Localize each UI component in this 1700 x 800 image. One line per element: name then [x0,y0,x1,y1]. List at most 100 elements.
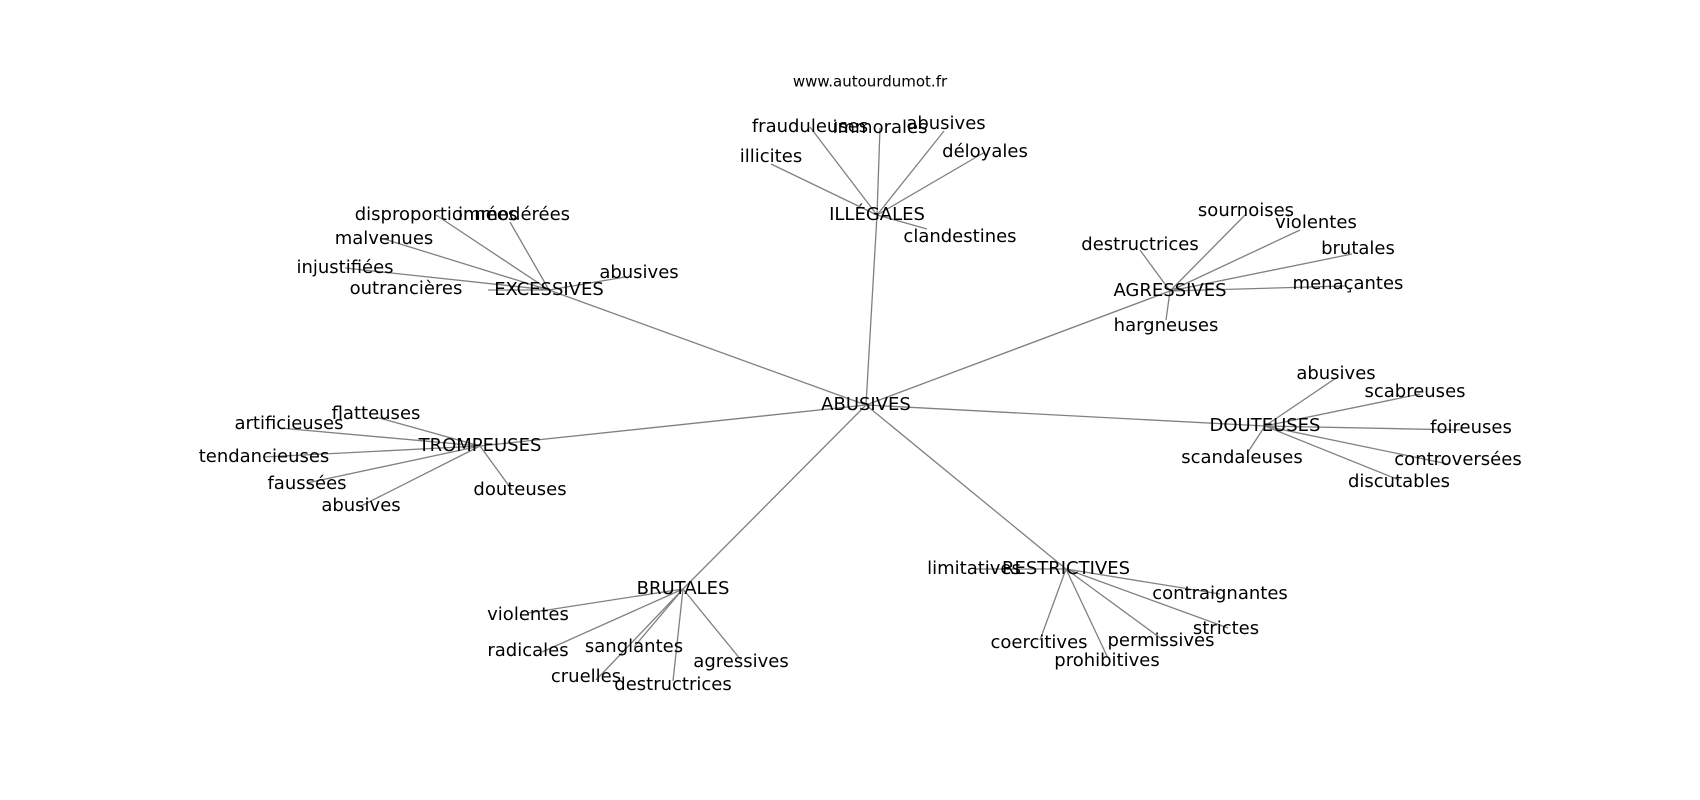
edge-hub-leaf [1264,377,1337,427]
edge-hub-leaf [1169,285,1346,292]
leaf-node-label: clandestines [903,226,1016,247]
edge-hub-leaf [1264,425,1400,481]
leaf-node-label: brutales [1321,238,1395,259]
edge-hub-leaf [1065,568,1108,657]
edge-hub-leaf [527,588,684,614]
edge-hub-leaf [1264,393,1421,427]
hub-node-label: EXCESSIVES [494,279,604,300]
leaf-node-label: destructrices [1081,234,1198,255]
edge-hub-leaf [1139,249,1171,292]
hub-node-label: TROMPEUSES [418,435,542,456]
edge-hub-leaf [770,163,878,216]
leaf-node-label: menaçantes [1293,273,1404,294]
leaf-node-label: scandaleuses [1181,447,1302,468]
graph-labels: www.autourdumot.fr ABUSIVES ILLÉGALES frau… [199,73,1522,696]
leaf-node-label: radicales [487,640,568,661]
edge-hub-leaf [1247,425,1266,453]
leaf-node-label: permissives [1108,630,1215,651]
edge-hub-leaf [435,214,550,291]
leaf-node-label: coercitives [990,632,1087,653]
edge-hub-leaf [672,588,684,682]
edge-hub-leaf [1165,290,1171,321]
edge-hub-leaf [876,151,986,216]
leaf-node-label: abusives [906,113,985,134]
edge-hub-leaf [1065,568,1164,641]
leaf-node-label: controversées [1394,449,1521,470]
leaf-node-label: immodérées [458,204,570,225]
leaf-node-label: abusives [321,495,400,516]
edge-root-hub [865,290,1171,406]
leaf-node-label: artificieuses [234,413,343,434]
edge-root-hub [479,404,867,447]
leaf-node-label: frauduleuses [752,116,868,137]
leaf-node-label: tendancieuses [199,446,330,467]
edge-hub-leaf [1065,568,1221,595]
leaf-node-label: sournoises [1198,200,1294,221]
edge-hub-leaf [682,588,742,661]
edge-hub-leaf [1264,425,1449,465]
leaf-node-label: abusives [599,262,678,283]
edge-hub-leaf [1264,425,1463,431]
edge-root-hub [865,404,1266,427]
leaf-node-label: douteuses [473,479,566,500]
hub-node-label: AGRESSIVES [1113,280,1226,301]
edge-hub-leaf [383,238,550,291]
hub-node-label: BRUTALES [637,578,730,599]
leaf-node-label: malvenues [335,228,434,249]
leaf-node-label: cruelles [551,666,621,687]
leaf-node-label: contraignantes [1152,583,1288,604]
leaf-node-label: agressives [693,651,788,672]
leaf-node-label: illicites [740,146,802,167]
leaf-node-label: discutables [1348,471,1450,492]
edge-hub-leaf [306,445,481,484]
edge-hub-leaf [360,445,481,507]
edge-root-hub [682,404,867,590]
leaf-node-label: faussées [267,473,346,494]
edge-hub-leaf [375,416,481,447]
leaf-node-label: disproportionnées [355,204,518,225]
edge-hub-leaf [541,588,684,653]
edge-root-hub [865,214,878,406]
hub-node-label: DOUTEUSES [1210,415,1321,436]
leaf-node-label: flatteuses [332,403,421,424]
edge-root-hub [548,289,867,406]
hub-node-label: RESTRICTIVES [1002,558,1130,579]
leaf-node-label: violentes [1275,212,1357,233]
edge-hub-leaf [633,588,684,648]
leaf-node-label: outrancières [350,278,463,299]
hub-node-label: ILLÉGALES [829,203,925,225]
edge-hub-leaf [876,214,928,230]
leaf-node-label: violentes [487,604,569,625]
edge-hub-leaf [344,267,550,291]
edge-hub-leaf [548,276,626,291]
source-label: www.autourdumot.fr [793,73,948,91]
leaf-node-label: strictes [1193,618,1259,639]
edge-hub-leaf [1039,568,1067,641]
edge-hub-leaf [876,130,945,216]
edge-hub-leaf [509,221,550,291]
edge-hub-leaf [279,427,481,447]
root-node-label: ABUSIVES [821,394,911,415]
leaf-node-label: destructrices [614,674,731,695]
graph-edges [263,126,1463,682]
leaf-node-label: sanglantes [585,636,683,657]
edge-hub-leaf [1169,229,1301,292]
leaf-node-label: prohibitives [1054,650,1159,671]
leaf-node-label: limitatives [927,558,1021,579]
leaf-node-label: déloyales [942,141,1028,162]
leaf-node-label: injustifiées [296,257,393,278]
edge-hub-leaf [876,127,881,216]
edge-hub-leaf [809,126,878,216]
edge-hub-leaf [1169,213,1247,292]
edge-hub-leaf [263,445,481,458]
leaf-node-label: scabreuses [1364,381,1465,402]
edge-hub-leaf [479,445,513,491]
edge-root-hub [865,404,1067,570]
leaf-node-label: abusives [1296,363,1375,384]
edge-hub-leaf [595,588,684,681]
edge-hub-leaf [1169,253,1353,292]
leaf-node-label: hargneuses [1114,315,1219,336]
leaf-node-label: immorales [833,117,928,138]
edge-hub-leaf [1065,568,1229,629]
